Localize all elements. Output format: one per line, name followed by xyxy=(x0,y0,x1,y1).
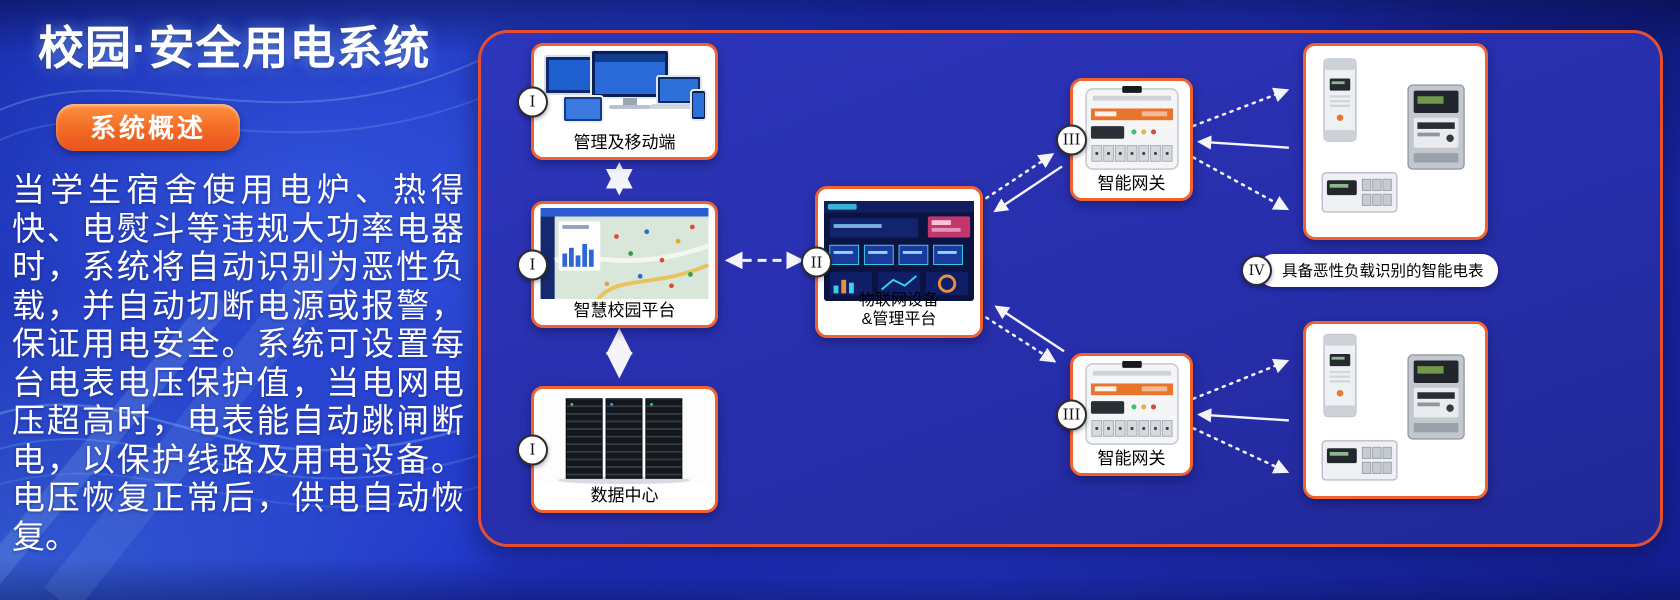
iot-dashboard-image xyxy=(822,193,976,309)
node-label-gateway-top: 智能网关 xyxy=(1097,174,1166,194)
arrow-meter-gwtop-solid xyxy=(1196,135,1289,150)
node-gateway-bottom: III 智能网关 xyxy=(1056,353,1193,476)
smart-meters-art xyxy=(1321,333,1465,481)
gateway-device-image xyxy=(1077,85,1186,172)
dashboard-map-art xyxy=(540,208,710,299)
server-racks-art xyxy=(540,393,709,484)
page-title: 校园·安全用电系统 xyxy=(38,22,431,74)
gateway-device-art xyxy=(1084,360,1179,445)
node-data-center: I 数据中心 xyxy=(517,386,718,513)
smart-meters-image xyxy=(1312,330,1479,490)
arrow-gwbottom-meter-up xyxy=(1192,358,1290,400)
smart-meters-image xyxy=(1312,52,1479,231)
overview-badge: 系统概述 xyxy=(56,104,241,151)
node-gateway-top: III 智能网关 xyxy=(1056,78,1193,201)
devices-cluster-art xyxy=(543,50,707,123)
smart-meters-art xyxy=(1321,58,1465,213)
node-label-datacenter: 数据中心 xyxy=(590,486,659,506)
node-management-mobile: I 管理及移动端 xyxy=(517,43,718,160)
dashboard-map-image xyxy=(538,208,711,299)
devices-cluster-image xyxy=(538,50,711,131)
gateway-device-image xyxy=(1077,360,1186,447)
arrow-meter-gwbottom-solid xyxy=(1196,408,1289,423)
arrow-gwtop-meter-up xyxy=(1192,87,1290,128)
overview-column: 校园·安全用电系统 系统概述 当学生宿舍使用电炉、热得快、电熨斗等违规大功率电器… xyxy=(12,12,470,556)
node-label-gateway-bottom: 智能网关 xyxy=(1097,449,1166,469)
arrow-iot-gateway-bottom-dotted xyxy=(985,316,1057,363)
node-smart-meters-bottom xyxy=(1303,321,1488,499)
iot-dashboard-art xyxy=(824,201,974,301)
arrow-gateway-bottom-iot-solid xyxy=(994,305,1065,353)
numeral-badge-platform: I xyxy=(517,249,548,280)
node-campus-platform: I xyxy=(517,201,718,328)
smart-meter-callout: IV 具备恶性负载识别的智能电表 xyxy=(1241,254,1498,287)
arrow-gwtop-meter-down xyxy=(1192,156,1290,211)
numeral-badge-iot: II xyxy=(801,246,832,278)
gateway-device-art xyxy=(1084,85,1179,170)
node-label-management: 管理及移动端 xyxy=(573,133,676,153)
arrow-gwbottom-meter-down xyxy=(1192,427,1290,474)
node-label-platform: 智慧校园平台 xyxy=(573,301,676,321)
numeral-badge-gateway-bottom: III xyxy=(1056,399,1087,430)
arrow-gateway-top-iot-solid xyxy=(993,165,1063,213)
server-racks-image xyxy=(538,393,711,484)
connector-arrows xyxy=(605,87,1290,474)
node-smart-meters-top xyxy=(1303,43,1488,240)
node-iot-platform: II xyxy=(801,186,983,338)
overview-paragraph: 当学生宿舍使用电炉、热得快、电熨斗等违规大功率电器时，系统将自动识别为恶性负载，… xyxy=(12,170,464,556)
numeral-badge-datacenter: I xyxy=(517,434,548,465)
numeral-badge-gateway-top: III xyxy=(1056,124,1087,155)
arrow-iot-gateway-top-dotted xyxy=(985,153,1055,200)
node-label-iot: 物联网设备 &管理平台 xyxy=(858,291,939,329)
numeral-badge-management: I xyxy=(517,86,548,117)
numeral-badge-meters: IV xyxy=(1241,255,1272,286)
smart-meter-label: 具备恶性负载识别的智能电表 xyxy=(1258,254,1498,287)
system-diagram-panel: I 管理及移动端 xyxy=(478,30,1663,547)
